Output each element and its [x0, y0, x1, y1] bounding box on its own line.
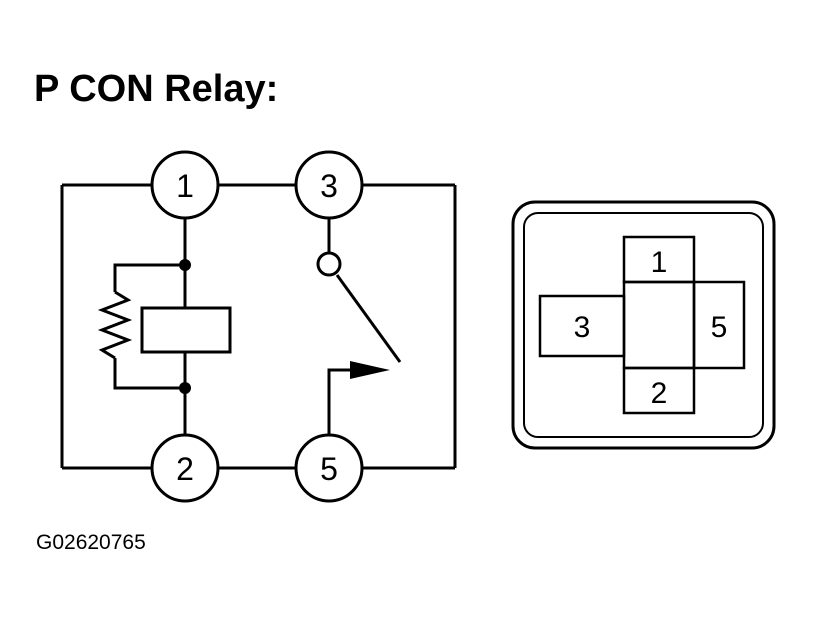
wire-switch-contact: [327, 368, 354, 435]
terminal-label-1: 1: [176, 168, 194, 204]
junction-dot-top: [179, 259, 191, 271]
resistor-zigzag: [97, 290, 133, 360]
figure-code: G02620765: [36, 531, 146, 554]
terminal-circle-2: [150, 433, 220, 503]
terminal-label-5: 5: [320, 451, 338, 487]
terminal-circle-5: [294, 433, 364, 503]
connector-housing-inner: [523, 212, 764, 438]
switch-pivot: [316, 251, 342, 277]
terminal-circle-1: [150, 150, 220, 220]
terminal-circle-3: [294, 150, 364, 220]
wire-resistor-bottom: [113, 358, 185, 390]
diagram-title: P CON Relay:: [34, 68, 279, 110]
relay-coil: [140, 306, 232, 354]
connector-housing-outer: [511, 200, 776, 450]
connector-label-2: 2: [651, 377, 668, 410]
junction-dot-bottom: [179, 382, 191, 394]
terminal-label-2: 2: [176, 451, 194, 487]
connector-label-3: 3: [574, 311, 591, 344]
wire-resistor-top: [113, 263, 185, 292]
relay-schematic: [60, 150, 457, 503]
switch-blade: [335, 274, 402, 363]
connector-label-5: 5: [711, 311, 728, 344]
terminal-label-3: 3: [320, 168, 338, 204]
connector-face: [511, 200, 776, 450]
connector-label-1: 1: [651, 246, 668, 279]
connector-cavity-center: [622, 280, 696, 370]
switch-contact-arrow: [350, 361, 390, 379]
